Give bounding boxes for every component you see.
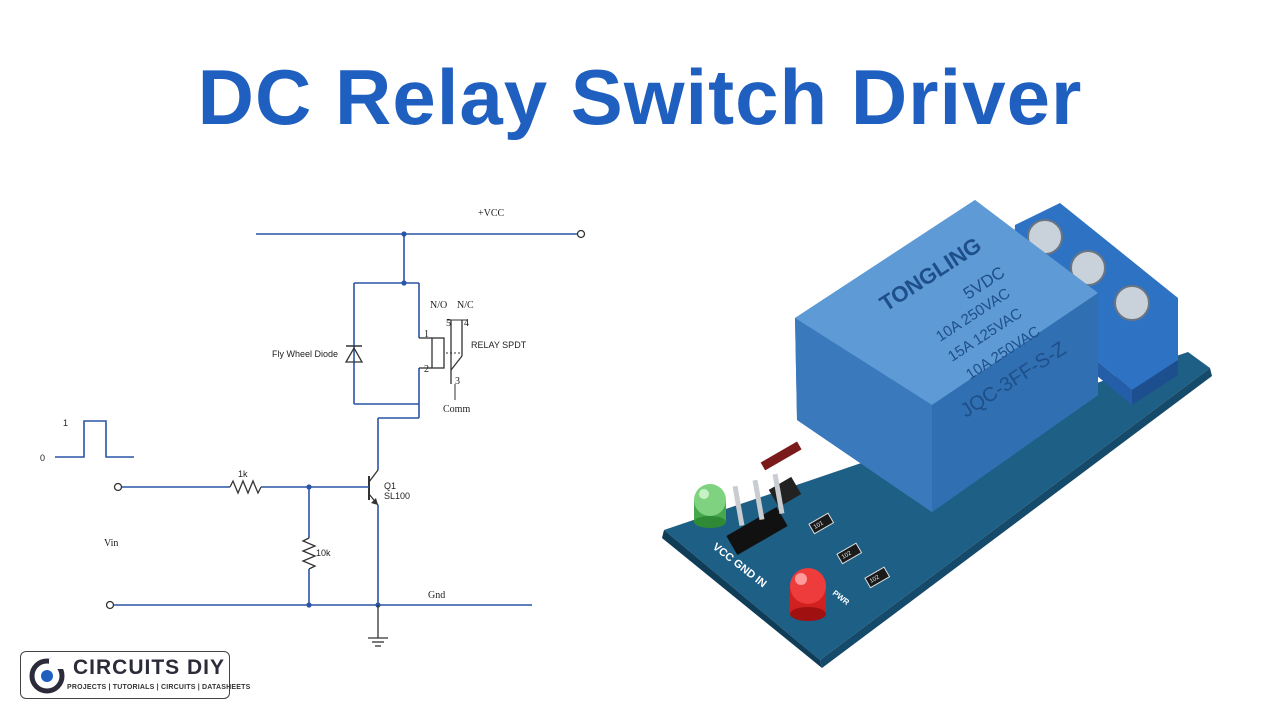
resistor-1k	[229, 479, 262, 495]
pin-2: 2	[424, 364, 429, 375]
page-title: DC Relay Switch Driver	[197, 53, 1083, 141]
pulse-high-label: 1	[63, 418, 68, 428]
r1-label: 1k	[238, 469, 248, 479]
r2-label: 10k	[316, 548, 331, 558]
pin-5: 5	[446, 318, 451, 329]
relay-spdt-symbol	[431, 319, 467, 400]
nc-label: N/C	[457, 300, 474, 311]
pin-1: 1	[424, 329, 429, 340]
screw-icon	[1114, 285, 1150, 321]
relay-label: RELAY SPDT	[471, 340, 527, 350]
vin-terminal	[113, 482, 123, 492]
pin-3: 3	[455, 376, 460, 387]
vcc-label: +VCC	[478, 208, 505, 219]
circuits-diy-logo[interactable]: CIRCUITS DIY PROJECTS | TUTORIALS | CIRC…	[20, 651, 250, 699]
vin-label: Vin	[104, 538, 118, 549]
smd-resistor	[808, 512, 835, 535]
ground-symbol	[368, 637, 388, 647]
relay-module-photo: TONGLING 5VDC 10A 250VAC 15A 125VAC 10A …	[662, 200, 1212, 668]
smd-transistor	[768, 476, 802, 508]
resistor-code: 102	[841, 550, 853, 561]
comm-label: Comm	[443, 404, 470, 415]
vcc-terminal	[576, 229, 586, 239]
logo-tagline: PROJECTS | TUTORIALS | CIRCUITS | DATASH…	[67, 684, 251, 691]
transistor-part: SL100	[384, 491, 410, 501]
junction-dot	[306, 602, 312, 608]
smd-resistor	[864, 566, 891, 589]
smd-resistor	[836, 542, 863, 565]
gnd-label: Gnd	[428, 590, 445, 601]
transistor-q1	[368, 469, 379, 506]
smd-diode	[760, 441, 802, 471]
pin-4: 4	[464, 318, 469, 329]
header-pins	[726, 473, 788, 556]
logo-name: CIRCUITS DIY	[73, 656, 226, 679]
relay-cube: TONGLING 5VDC 10A 250VAC 15A 125VAC 10A …	[795, 200, 1098, 512]
red-led	[790, 568, 826, 621]
resistor-10k	[301, 537, 317, 570]
green-led	[694, 484, 726, 528]
logo-icon	[29, 658, 65, 694]
diode-label: Fly Wheel Diode	[272, 349, 338, 359]
screw-icon	[1070, 250, 1106, 286]
no-label: N/O	[430, 300, 447, 311]
transistor-ref: Q1	[384, 481, 396, 491]
resistor-code: 102	[869, 574, 881, 585]
gnd-terminal	[105, 600, 115, 610]
flywheel-diode	[344, 345, 364, 363]
input-pulse-waveform	[55, 420, 134, 458]
pulse-low-label: 0	[40, 453, 45, 463]
resistor-code: 101	[813, 520, 825, 531]
